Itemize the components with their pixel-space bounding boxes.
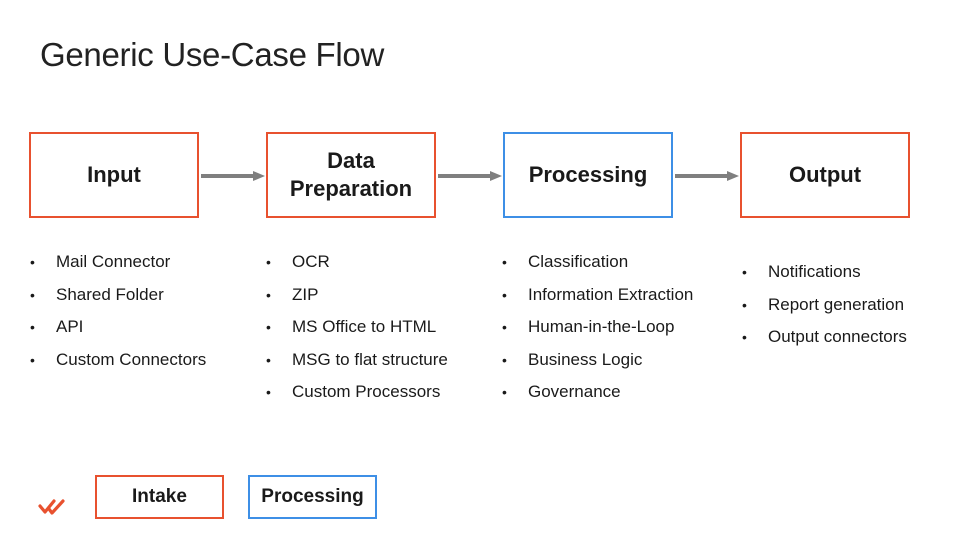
legend-intake: Intake xyxy=(95,475,224,519)
stage-output-label: Output xyxy=(788,162,862,187)
stage-processing-label: Processing xyxy=(528,162,648,187)
stage-input-label: Input xyxy=(87,162,141,187)
stage-output: Output xyxy=(740,132,910,218)
legend-processing-label: Processing xyxy=(261,486,364,507)
legend-intake-label: Intake xyxy=(132,486,187,507)
processing-bullet-list: Classification Information Extraction Hu… xyxy=(502,251,693,414)
legend-processing: Processing xyxy=(248,475,377,519)
list-item: ZIP xyxy=(266,284,448,317)
list-item: Output connectors xyxy=(742,326,907,359)
data-preparation-bullet-list: OCR ZIP MS Office to HTML MSG to flat st… xyxy=(266,251,448,414)
list-item: OCR xyxy=(266,251,448,284)
arrow-right-icon xyxy=(675,171,739,181)
list-item: Business Logic xyxy=(502,349,693,382)
output-bullet-list: Notifications Report generation Output c… xyxy=(742,261,907,359)
list-item: Information Extraction xyxy=(502,284,693,317)
list-item: Mail Connector xyxy=(30,251,206,284)
list-item: Governance xyxy=(502,381,693,414)
list-item: MSG to flat structure xyxy=(266,349,448,382)
brand-check-logo-icon xyxy=(38,499,65,515)
list-item: Human-in-the-Loop xyxy=(502,316,693,349)
stage-processing: Processing xyxy=(503,132,673,218)
list-item: Custom Processors xyxy=(266,381,448,414)
stage-input: Input xyxy=(29,132,199,218)
input-bullet-list: Mail Connector Shared Folder API Custom … xyxy=(30,251,206,381)
list-item: Shared Folder xyxy=(30,284,206,317)
list-item: Notifications xyxy=(742,261,907,294)
arrow-right-icon xyxy=(201,171,265,181)
stage-data-preparation-label-line1: Data xyxy=(327,148,375,173)
list-item: API xyxy=(30,316,206,349)
stage-data-preparation: Data Preparation xyxy=(266,132,436,218)
list-item: MS Office to HTML xyxy=(266,316,448,349)
list-item: Custom Connectors xyxy=(30,349,206,382)
list-item: Report generation xyxy=(742,294,907,327)
list-item: Classification xyxy=(502,251,693,284)
arrow-right-icon xyxy=(438,171,502,181)
page-title: Generic Use-Case Flow xyxy=(40,36,384,73)
stage-data-preparation-label-line2: Preparation xyxy=(289,176,413,201)
